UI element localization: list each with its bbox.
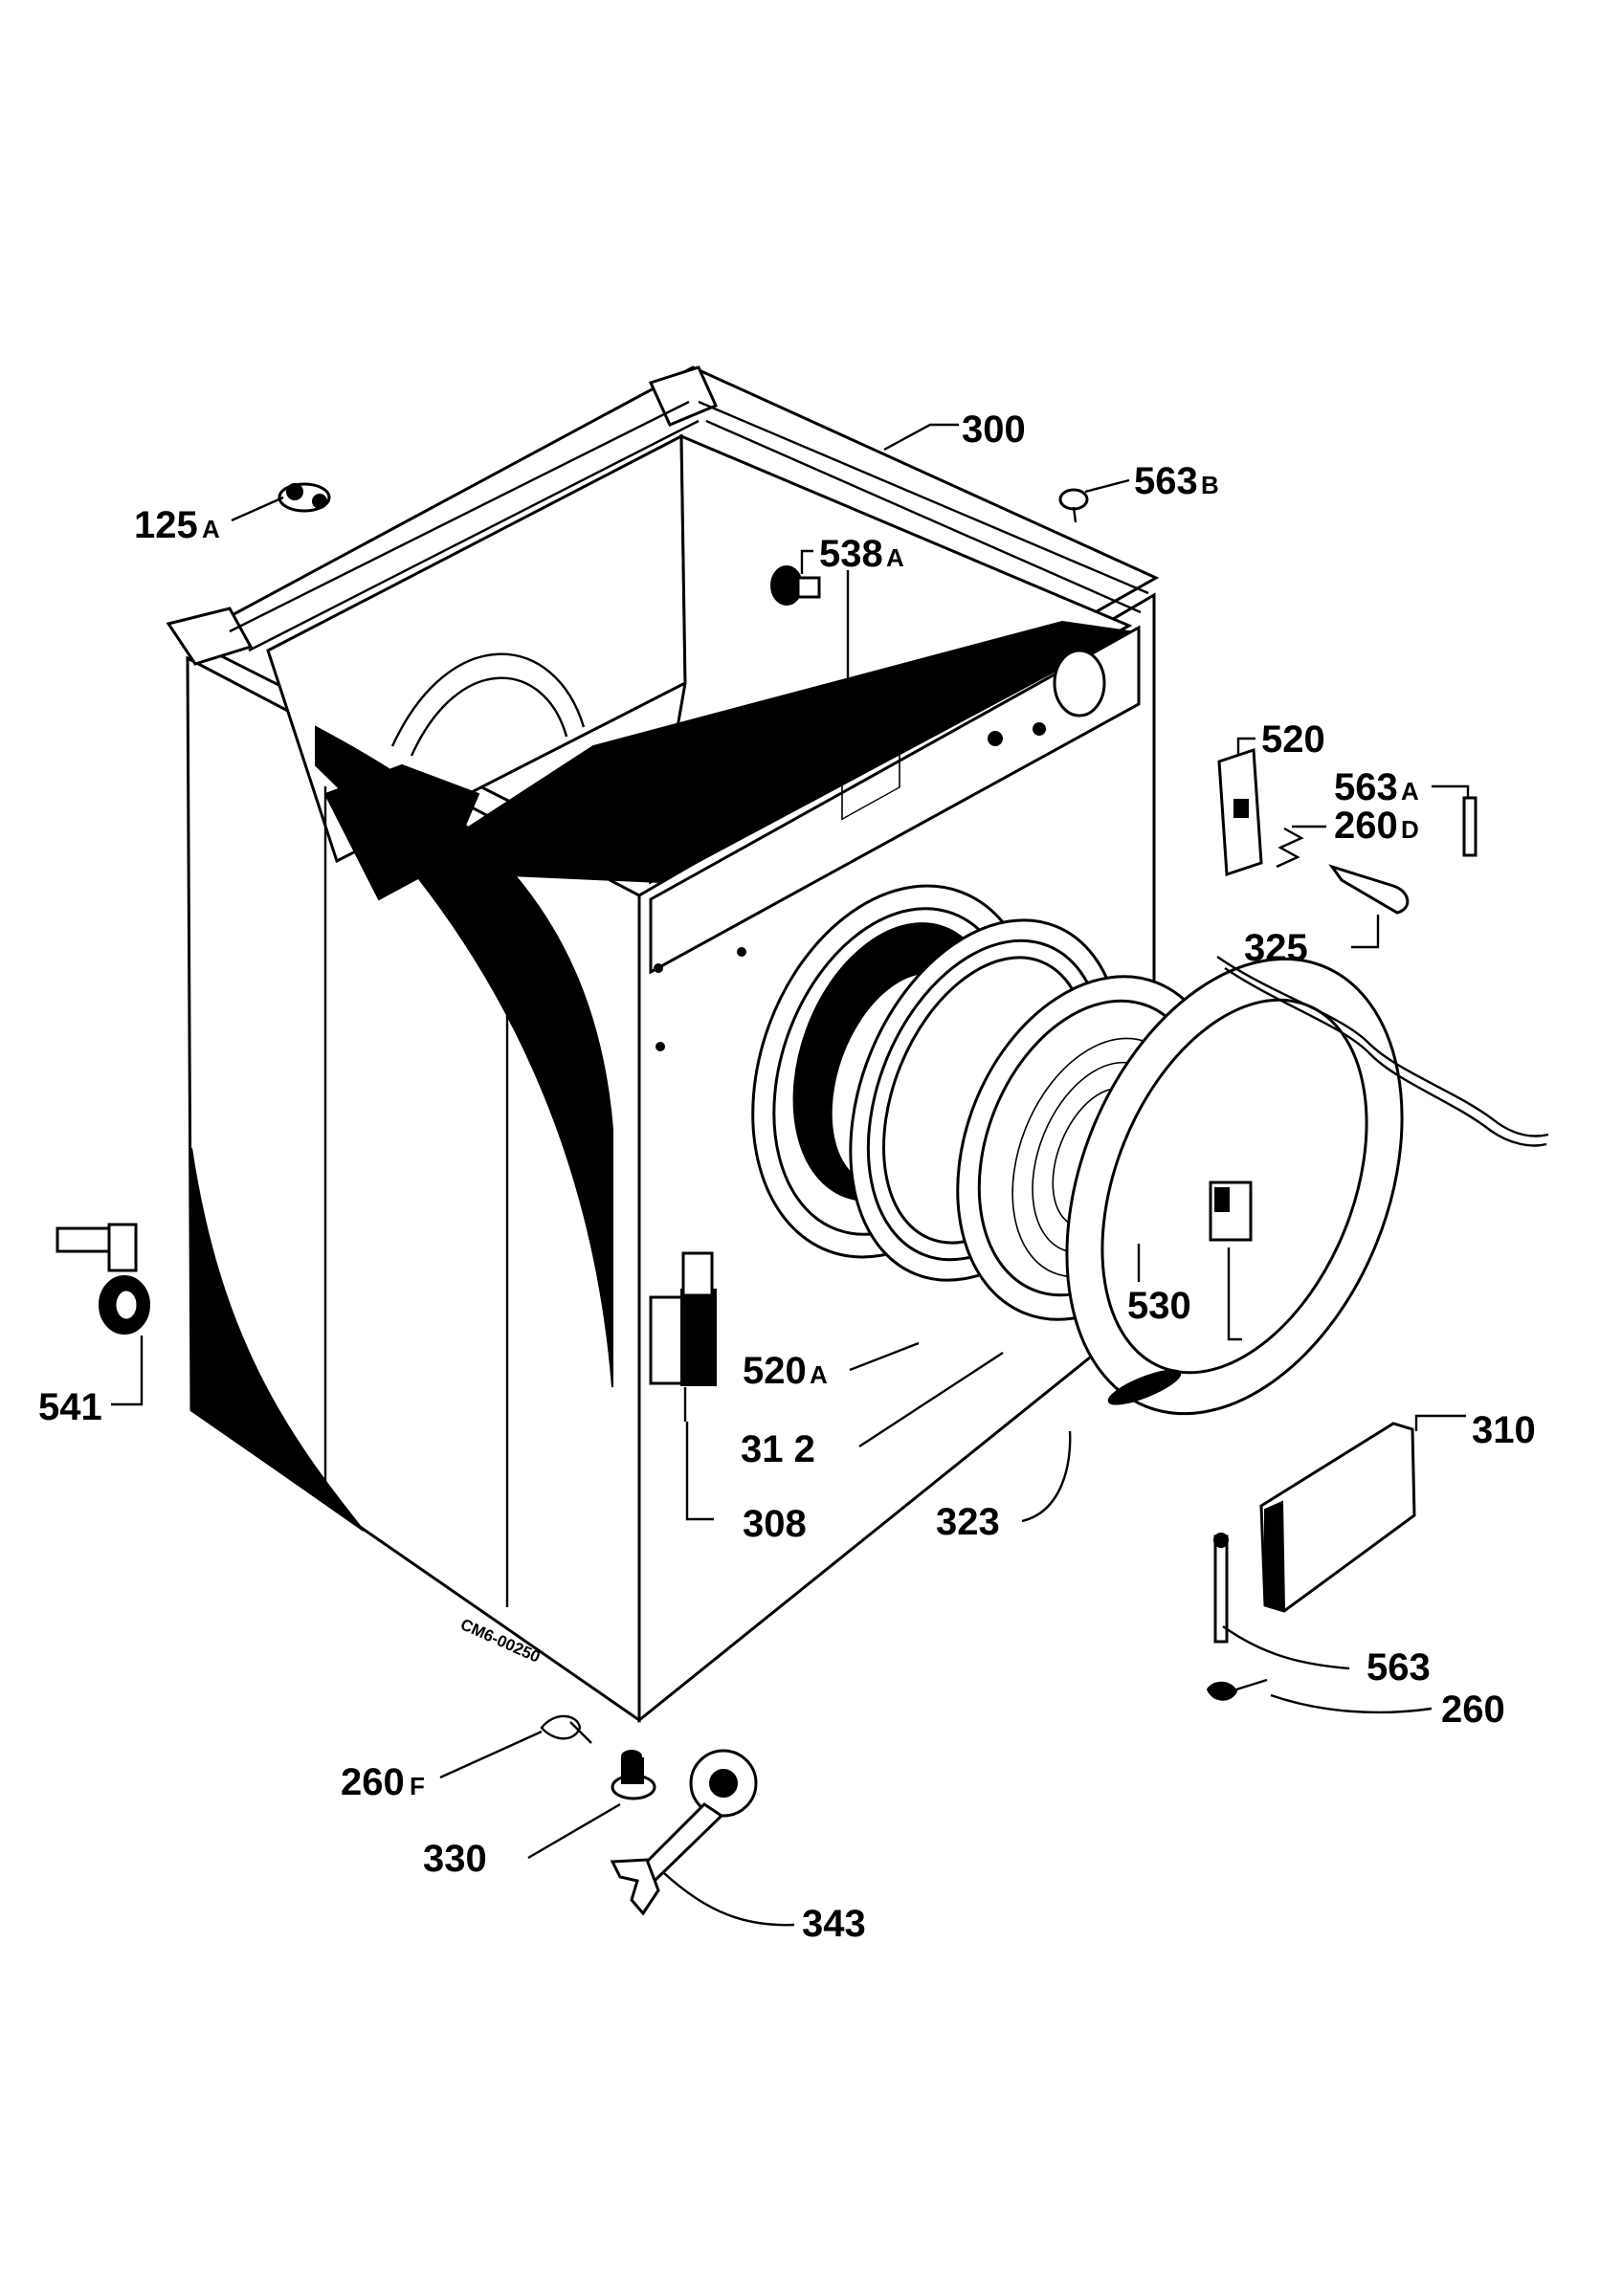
svg-text:343: 343: [802, 1903, 866, 1945]
callout-308: 308: [743, 1503, 807, 1545]
spring-260-part: [1206, 1678, 1268, 1701]
svg-text:300: 300: [962, 408, 1026, 451]
callout-325: 325: [1244, 927, 1308, 969]
svg-text:125: 125: [134, 504, 198, 546]
latch-520-part: [1217, 747, 1263, 877]
svg-text:330: 330: [423, 1838, 487, 1880]
callout-312: 31 2: [741, 1428, 815, 1470]
svg-text:D: D: [1401, 815, 1419, 844]
svg-text:A: A: [886, 543, 904, 572]
svg-text:520: 520: [743, 1350, 807, 1392]
callout-520a: 520 A: [743, 1350, 828, 1392]
cable-part: [1216, 956, 1549, 1147]
svg-text:325: 325: [1244, 927, 1308, 969]
handle-325-part: [1328, 864, 1410, 915]
svg-text:563: 563: [1134, 460, 1198, 502]
svg-text:323: 323: [936, 1501, 1000, 1543]
svg-text:310: 310: [1472, 1409, 1536, 1451]
svg-text:260: 260: [1334, 805, 1398, 847]
callout-563: 563: [1366, 1646, 1431, 1689]
svg-text:308: 308: [743, 1503, 807, 1545]
callout-300: 300: [962, 408, 1026, 451]
svg-text:B: B: [1201, 471, 1219, 499]
clip-260f-part: [540, 1714, 592, 1744]
svg-text:A: A: [1401, 777, 1419, 806]
callout-260d: 260 D: [1334, 805, 1419, 847]
spring-260d-part: [1276, 827, 1304, 869]
callout-563a: 563 A: [1334, 766, 1419, 808]
pin-563-part: [1213, 1533, 1229, 1644]
cap-563b-part: [1058, 488, 1089, 523]
callout-530: 530: [1127, 1285, 1191, 1327]
svg-text:A: A: [810, 1360, 828, 1389]
svg-text:538: 538: [819, 533, 883, 575]
svg-text:530: 530: [1127, 1285, 1191, 1327]
leader-lines: [111, 423, 1470, 1927]
spanner-343-part: [610, 1749, 758, 1916]
svg-text:563: 563: [1366, 1646, 1431, 1689]
callout-323: 323: [936, 1501, 1000, 1543]
callout-260f: 260 F: [341, 1761, 425, 1803]
callout-330: 330: [423, 1838, 487, 1880]
callout-125a: 125 A: [134, 504, 220, 546]
pin-563a-part: [1462, 796, 1478, 857]
callout-310: 310: [1472, 1409, 1536, 1451]
svg-text:31 2: 31 2: [741, 1428, 815, 1470]
screw-538a-part: [770, 565, 821, 606]
cover-310-part: [1259, 1422, 1416, 1613]
callout-563b: 563 B: [1134, 460, 1219, 502]
callout-520: 520: [1261, 718, 1325, 761]
callout-538a: 538 A: [819, 533, 904, 575]
clip-125a-part: [278, 482, 331, 513]
svg-text:520: 520: [1261, 718, 1325, 761]
hinge-308-part: [649, 1251, 717, 1422]
door-ring-323: [1065, 957, 1404, 1416]
valve-541-part: [56, 1223, 150, 1335]
svg-text:260: 260: [1441, 1689, 1505, 1731]
foot-330-part: [611, 1750, 656, 1800]
svg-text:563: 563: [1334, 766, 1398, 808]
svg-text:260: 260: [341, 1761, 405, 1803]
svg-text:541: 541: [38, 1386, 102, 1428]
callout-343: 343: [802, 1903, 866, 1945]
svg-text:F: F: [410, 1772, 425, 1800]
callout-260: 260: [1441, 1689, 1505, 1731]
callout-541: 541: [38, 1386, 102, 1428]
svg-text:A: A: [202, 515, 220, 543]
